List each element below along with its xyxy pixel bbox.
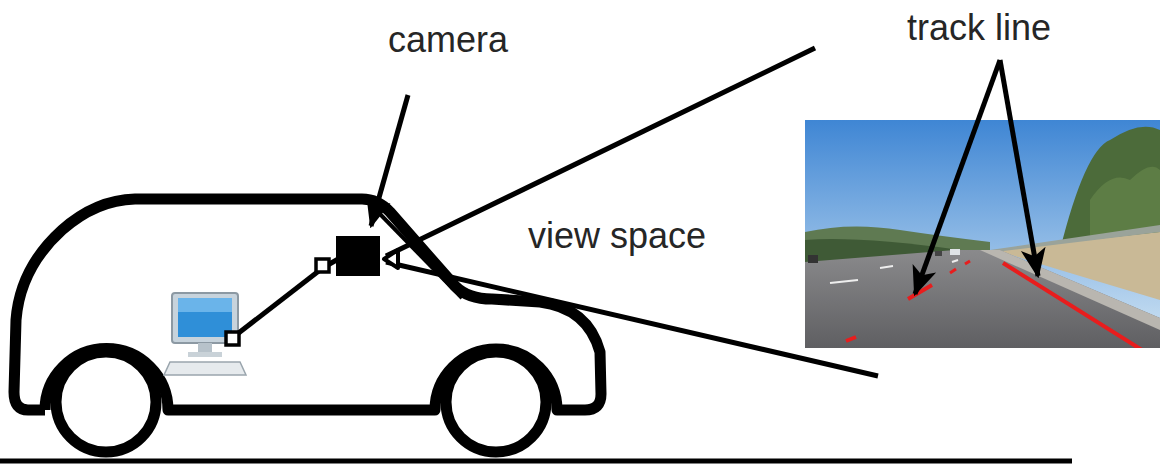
wheel [56, 352, 156, 452]
camera-lens [384, 250, 398, 268]
ground-line [0, 459, 1072, 464]
wheel [446, 352, 546, 452]
leader-arrow [915, 60, 1000, 294]
camera-body [336, 236, 380, 276]
text-label: track line [907, 6, 1051, 49]
text-label: view space [528, 214, 706, 257]
leader-arrow [371, 95, 408, 226]
windshield-line [378, 212, 462, 298]
connector-square [226, 332, 239, 345]
leader-arrow [1000, 60, 1038, 276]
road-photo [805, 120, 1160, 348]
connector-square [316, 259, 329, 272]
computer-icon [164, 293, 246, 375]
text-label: camera [388, 18, 508, 61]
wire [236, 270, 320, 335]
